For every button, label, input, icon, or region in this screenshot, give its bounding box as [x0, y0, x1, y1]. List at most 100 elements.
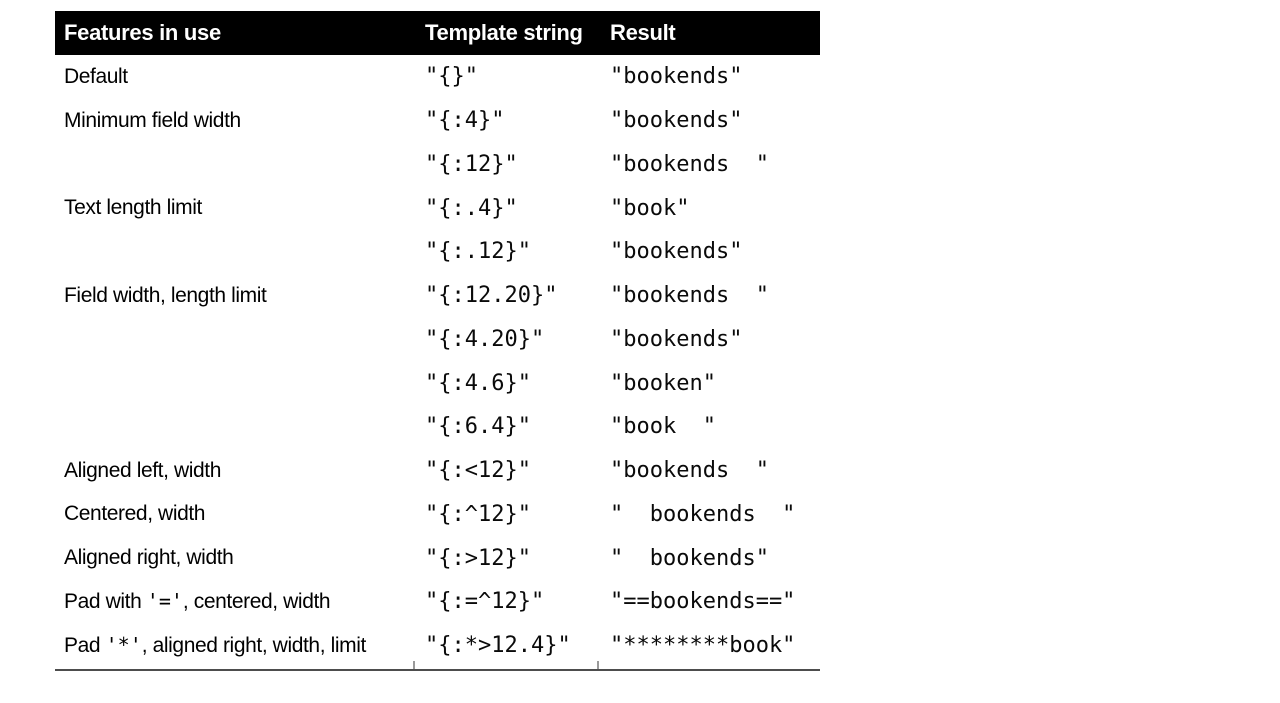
- feature-cell: Default: [55, 65, 413, 89]
- template-string: "{:4.6}": [425, 370, 531, 396]
- result-string: "bookends ": [610, 283, 769, 309]
- template-string: "{:4}": [425, 108, 505, 134]
- feature-cell: Field width, length limit: [55, 284, 413, 308]
- template-string-cell: "{:=^12}": [413, 589, 597, 614]
- feature-label: , centered, width: [182, 590, 331, 614]
- template-string: "{:12}": [425, 151, 518, 177]
- table-row: Centered, width "{:^12}" " bookends ": [55, 493, 820, 537]
- table-row: Pad with '=', centered, width "{:=^12}" "=…: [55, 580, 820, 624]
- template-string-cell: "{:4.6}": [413, 371, 597, 396]
- template-string: "{:4.20}": [425, 326, 545, 352]
- result-string: "********book": [610, 633, 796, 659]
- template-string-cell: "{:4}": [413, 108, 597, 133]
- feature-cell: Centered, width: [55, 502, 413, 526]
- string-format-table: Features in use Template string Result D…: [55, 11, 820, 671]
- result-string: " bookends ": [610, 501, 796, 527]
- result-string: "book": [610, 195, 690, 221]
- inline-code: '=': [146, 589, 183, 614]
- result-string: "book ": [610, 414, 716, 440]
- result-cell: "bookends": [597, 239, 820, 264]
- template-string-cell: "{:.4}": [413, 196, 597, 221]
- table-row: Pad '*', aligned right, width, limit "{:*…: [55, 624, 820, 668]
- result-cell: "bookends ": [597, 152, 820, 177]
- table-header-row: Features in use Template string Result: [55, 11, 820, 55]
- result-cell: "bookends ": [597, 458, 820, 483]
- table-bottom-rule: [55, 660, 820, 671]
- template-string: "{:*>12.4}": [425, 633, 571, 659]
- feature-label: , aligned right, width, limit: [141, 634, 367, 658]
- column-divider-tick: [413, 660, 415, 669]
- result-string: "bookends": [610, 108, 743, 134]
- result-cell: "bookends": [597, 327, 820, 352]
- table-row: Minimum field width "{:4}" "bookends": [55, 99, 820, 143]
- template-string: "{:^12}": [425, 501, 531, 527]
- table-row: "{:6.4}" "book ": [55, 405, 820, 449]
- column-divider-tick: [597, 660, 599, 669]
- result-string: " bookends": [610, 545, 769, 571]
- result-cell: " bookends ": [597, 502, 820, 527]
- table-row: "{:12}" "bookends ": [55, 143, 820, 187]
- result-cell: "********book": [597, 633, 820, 658]
- template-string-cell: "{:>12}": [413, 546, 597, 571]
- template-string: "{:6.4}": [425, 414, 531, 440]
- template-string-cell: "{}": [413, 64, 597, 89]
- table-row: "{:4.6}" "booken": [55, 361, 820, 405]
- template-string: "{:12.20}": [425, 283, 558, 309]
- feature-cell: Minimum field width: [55, 109, 413, 133]
- column-header-result: Result: [610, 20, 676, 45]
- result-cell: "book": [597, 196, 820, 221]
- template-string-cell: "{:6.4}": [413, 414, 597, 439]
- table-body: Default"{}""bookends"Minimum field width…: [55, 55, 820, 668]
- result-cell: "booken": [597, 371, 820, 396]
- table-row: Text length limit "{:.4}" "book": [55, 186, 820, 230]
- feature-label: Field width, length limit: [64, 283, 267, 307]
- table-row: Aligned right, width "{:>12}" " bookends": [55, 536, 820, 580]
- table-row: Default "{}" "bookends": [55, 55, 820, 99]
- template-string: "{:.4}": [425, 195, 518, 221]
- template-string: "{}": [425, 64, 478, 90]
- template-string: "{:<12}": [425, 458, 531, 484]
- template-string-cell: "{:<12}": [413, 458, 597, 483]
- result-cell: "bookends": [597, 108, 820, 133]
- feature-label: Aligned left, width: [64, 458, 221, 482]
- result-string: "booken": [610, 370, 716, 396]
- feature-label: Pad with: [64, 590, 147, 614]
- template-string-cell: "{:12.20}": [413, 283, 597, 308]
- table-row: Aligned left, width "{:<12}" "bookends ": [55, 449, 820, 493]
- column-header-features: Features in use: [64, 20, 221, 45]
- table-row: "{:.12}" "bookends": [55, 230, 820, 274]
- template-string-cell: "{:.12}": [413, 239, 597, 264]
- feature-cell: Aligned right, width: [55, 546, 413, 570]
- template-string-cell: "{:12}": [413, 152, 597, 177]
- feature-cell: Pad with '=', centered, width: [55, 589, 413, 614]
- feature-label: Text length limit: [64, 196, 202, 220]
- result-cell: "==bookends==": [597, 589, 820, 614]
- result-string: "bookends": [610, 326, 743, 352]
- template-string-cell: "{:^12}": [413, 502, 597, 527]
- result-cell: "bookends ": [597, 283, 820, 308]
- result-string: "bookends": [610, 64, 743, 90]
- feature-label: Centered, width: [64, 502, 206, 526]
- result-cell: "bookends": [597, 64, 820, 89]
- table-row: Field width, length limit "{:12.20}" "book…: [55, 274, 820, 318]
- template-string: "{:.12}": [425, 239, 531, 265]
- feature-label: Pad: [64, 634, 106, 658]
- template-string: "{:=^12}": [425, 589, 545, 615]
- inline-code: '*': [105, 633, 142, 658]
- feature-cell: Aligned left, width: [55, 459, 413, 483]
- result-string: "bookends": [610, 239, 743, 265]
- result-string: "bookends ": [610, 151, 769, 177]
- result-cell: " bookends": [597, 546, 820, 571]
- feature-cell: Text length limit: [55, 196, 413, 220]
- feature-label: Default: [64, 64, 128, 88]
- result-cell: "book ": [597, 414, 820, 439]
- template-string-cell: "{:*>12.4}": [413, 633, 597, 658]
- template-string: "{:>12}": [425, 545, 531, 571]
- table-row: "{:4.20}" "bookends": [55, 318, 820, 362]
- column-header-template-string: Template string: [425, 20, 583, 45]
- result-string: "==bookends==": [610, 589, 796, 615]
- result-string: "bookends ": [610, 458, 769, 484]
- feature-label: Aligned right, width: [64, 546, 234, 570]
- template-string-cell: "{:4.20}": [413, 327, 597, 352]
